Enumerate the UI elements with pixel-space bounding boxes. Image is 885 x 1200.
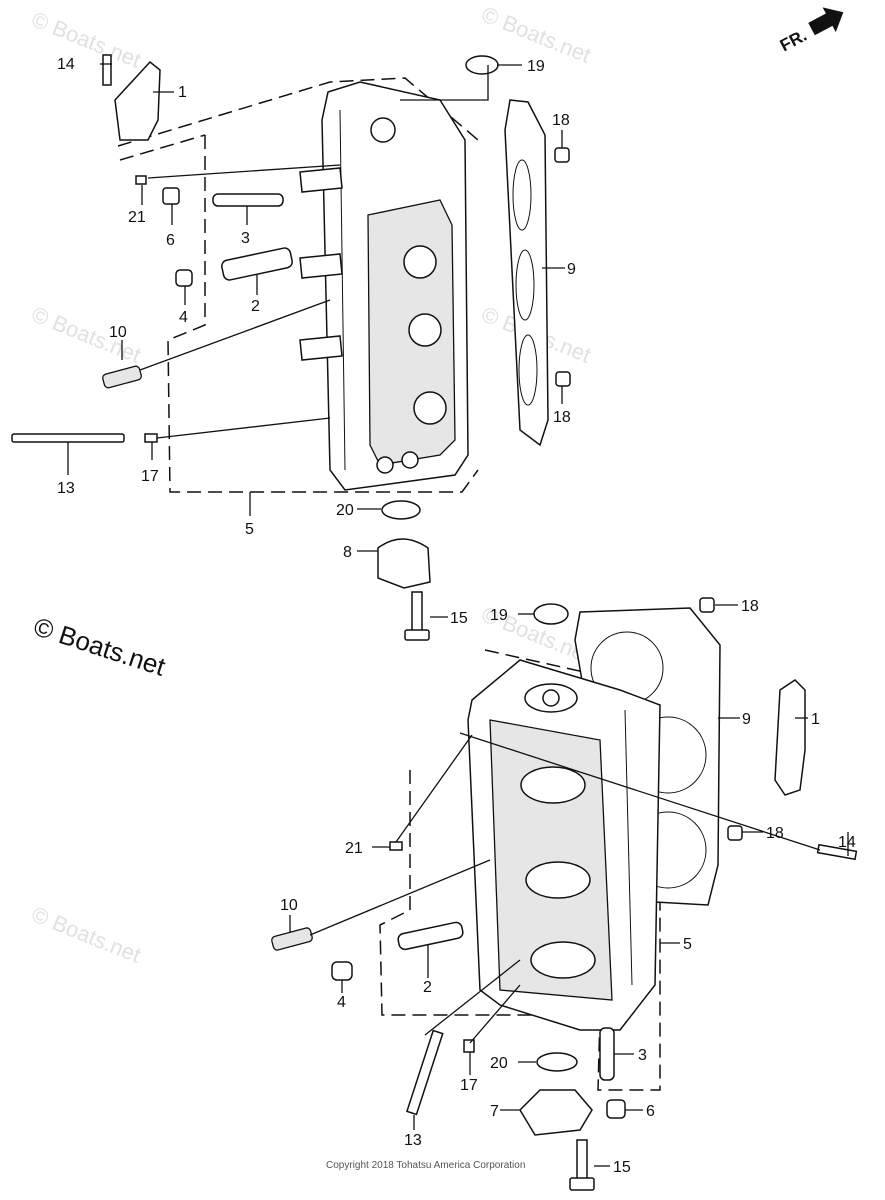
pin-icon (463, 1039, 475, 1053)
head-bolt-icon (11, 433, 125, 443)
pin-icon (389, 841, 403, 851)
lower-cylinder-head-assembly: 19 18 9 1 18 14 21 10 5 2 4 3 20 17 7 6 … (271, 597, 858, 1191)
callout-18: 18 (741, 598, 759, 615)
callout-14: 14 (838, 834, 856, 851)
callout-18: 18 (552, 112, 570, 129)
head-gasket-top (504, 99, 549, 447)
callout-21: 21 (128, 209, 146, 226)
callout-1: 1 (178, 84, 187, 101)
upper-cylinder-head-assembly: 1 14 19 18 9 18 21 6 3 2 4 10 13 17 5 20… (11, 54, 576, 641)
plug-icon (162, 187, 180, 205)
callout-10: 10 (280, 897, 298, 914)
bolt-icon (576, 1139, 588, 1183)
callout-20: 20 (490, 1055, 508, 1072)
callout-14: 14 (57, 56, 75, 73)
dowel-pin-icon (699, 597, 715, 613)
pin-icon (135, 175, 147, 185)
front-indicator: FR. (777, 26, 810, 56)
oil-seal-icon (465, 55, 499, 75)
callout-17: 17 (460, 1077, 478, 1094)
callout-13: 13 (57, 480, 75, 497)
callout-5: 5 (683, 936, 692, 953)
main-watermark: © Boats.net (30, 611, 170, 682)
callout-4: 4 (337, 994, 346, 1011)
o-ring-icon (536, 1052, 578, 1072)
callout-17: 17 (141, 468, 159, 485)
callout-1: 1 (811, 711, 820, 728)
bracket-icon (114, 60, 161, 141)
callout-15: 15 (613, 1159, 631, 1176)
callout-2: 2 (251, 298, 260, 315)
bracket-icon (774, 679, 806, 796)
cap-icon (331, 961, 353, 981)
oil-seal-icon (533, 603, 569, 625)
valve-guide-icon (212, 193, 284, 207)
thermostat-cover-icon (519, 1089, 593, 1136)
stud-icon (271, 927, 313, 951)
watermark: © Boats.net (28, 901, 144, 967)
callout-6: 6 (646, 1103, 655, 1120)
bolt-head-icon (569, 1177, 595, 1191)
valve-guide-icon (397, 921, 464, 951)
callout-3: 3 (241, 230, 250, 247)
callout-9: 9 (742, 711, 751, 728)
callout-19: 19 (527, 58, 545, 75)
thermostat-cover-icon (377, 538, 431, 589)
cylinder-head-bottom (467, 659, 661, 1031)
callout-20: 20 (336, 502, 354, 519)
o-ring-icon (381, 500, 421, 520)
front-arrow-icon: FR. (777, 7, 844, 56)
head-bolt-icon (406, 1029, 444, 1116)
callout-21: 21 (345, 840, 363, 857)
callout-4: 4 (179, 309, 188, 326)
plug-icon (606, 1099, 626, 1119)
bolt-icon (411, 591, 423, 635)
callout-15: 15 (450, 610, 468, 627)
callout-8: 8 (343, 544, 352, 561)
callout-10: 10 (109, 324, 127, 341)
dowel-pin-icon (554, 147, 570, 163)
callout-5: 5 (245, 521, 254, 538)
copyright: Copyright 2018 Tohatsu America Corporati… (326, 1160, 525, 1171)
stud-icon (102, 365, 142, 389)
callout-19: 19 (490, 607, 508, 624)
dowel-pin-icon (727, 825, 743, 841)
callout-13: 13 (404, 1132, 422, 1149)
pin-icon (144, 433, 158, 443)
callout-6: 6 (166, 232, 175, 249)
callout-9: 9 (567, 261, 576, 278)
callout-18: 18 (553, 409, 571, 426)
callout-18: 18 (766, 825, 784, 842)
cap-icon (175, 269, 193, 287)
watermark: © Boats.net (28, 6, 144, 72)
callout-3: 3 (638, 1047, 647, 1064)
bolt-icon (102, 54, 112, 86)
watermark: © Boats.net (28, 301, 144, 367)
bolt-head-icon (404, 629, 430, 641)
valve-guide-icon (221, 247, 293, 281)
callout-2: 2 (423, 979, 432, 996)
callout-7: 7 (490, 1103, 499, 1120)
cylinder-head-top (299, 81, 469, 491)
valve-guide-icon (599, 1027, 615, 1081)
dowel-pin-icon (555, 371, 571, 387)
bolt-icon (816, 843, 858, 861)
